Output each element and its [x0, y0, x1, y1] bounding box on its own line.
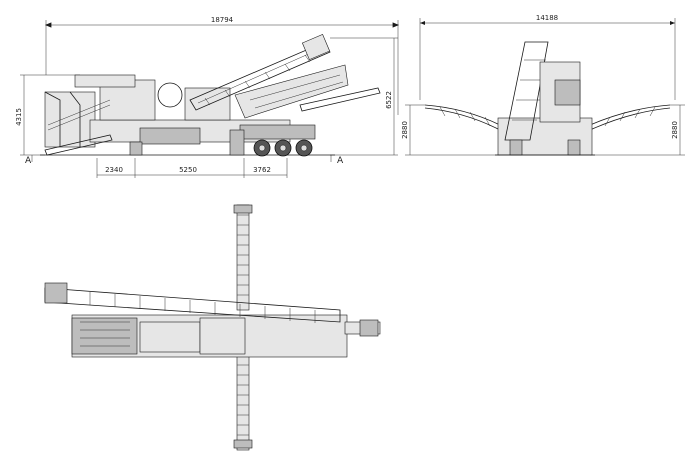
dim-seg2: 5250	[179, 166, 197, 174]
left-wing-conveyor	[424, 104, 501, 131]
section-mark-left: A	[25, 156, 32, 166]
dim-seg1: 2340	[105, 166, 123, 174]
dim-height-right: 6522	[385, 91, 393, 109]
section-mark-right: A	[337, 156, 344, 166]
dim-overall-width: 14188	[536, 14, 558, 22]
plan-view	[44, 204, 381, 451]
cross-conveyor-bottom	[236, 354, 250, 451]
main-conveyor	[189, 41, 331, 111]
under-conveyor	[44, 134, 113, 156]
feeder-hopper	[44, 91, 96, 148]
dim-end-height-right: 2880	[671, 121, 679, 139]
end-view: 14188 2880 2880	[401, 14, 685, 156]
plan-feeder	[71, 317, 138, 355]
dim-seg3: 3762	[253, 166, 271, 174]
right-wing-conveyor	[589, 104, 671, 131]
cross-conveyor-top	[236, 204, 250, 311]
dim-height-left: 4315	[15, 108, 23, 126]
dim-end-height-left: 2880	[401, 121, 409, 139]
vibrating-screen	[234, 64, 349, 119]
dim-overall-length: 18794	[211, 16, 234, 24]
side-view: 18794 4315 6522 A A 2340 5250 3762	[15, 16, 400, 178]
